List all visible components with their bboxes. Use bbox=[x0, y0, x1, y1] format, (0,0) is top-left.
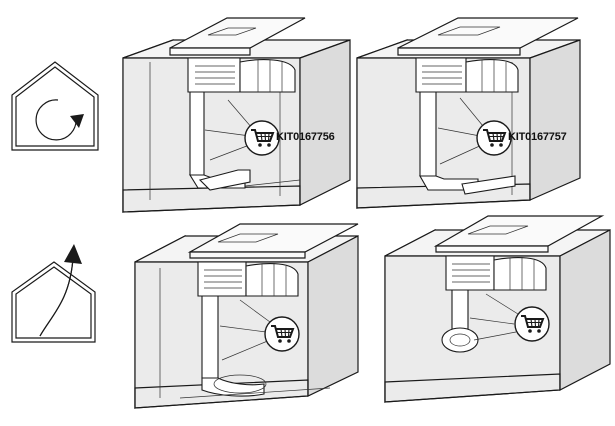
kit-code-label-top-right: KIT0167757 bbox=[508, 131, 567, 143]
cart-icon-top-right bbox=[476, 120, 512, 156]
extraction-house-icon bbox=[11, 244, 96, 343]
cart-icon-bottom-right bbox=[514, 306, 550, 342]
kit-code-label-top-left: KIT0167756 bbox=[276, 131, 335, 143]
cabinet-top-right bbox=[356, 17, 581, 209]
cabinet-bottom-left bbox=[134, 223, 359, 409]
cart-icon-top-left bbox=[244, 120, 280, 156]
cart-icon-bottom-left bbox=[264, 316, 300, 352]
cabinet-bottom-right bbox=[384, 215, 611, 403]
recirculation-house-icon bbox=[11, 61, 99, 151]
cabinet-top-left bbox=[122, 17, 351, 213]
